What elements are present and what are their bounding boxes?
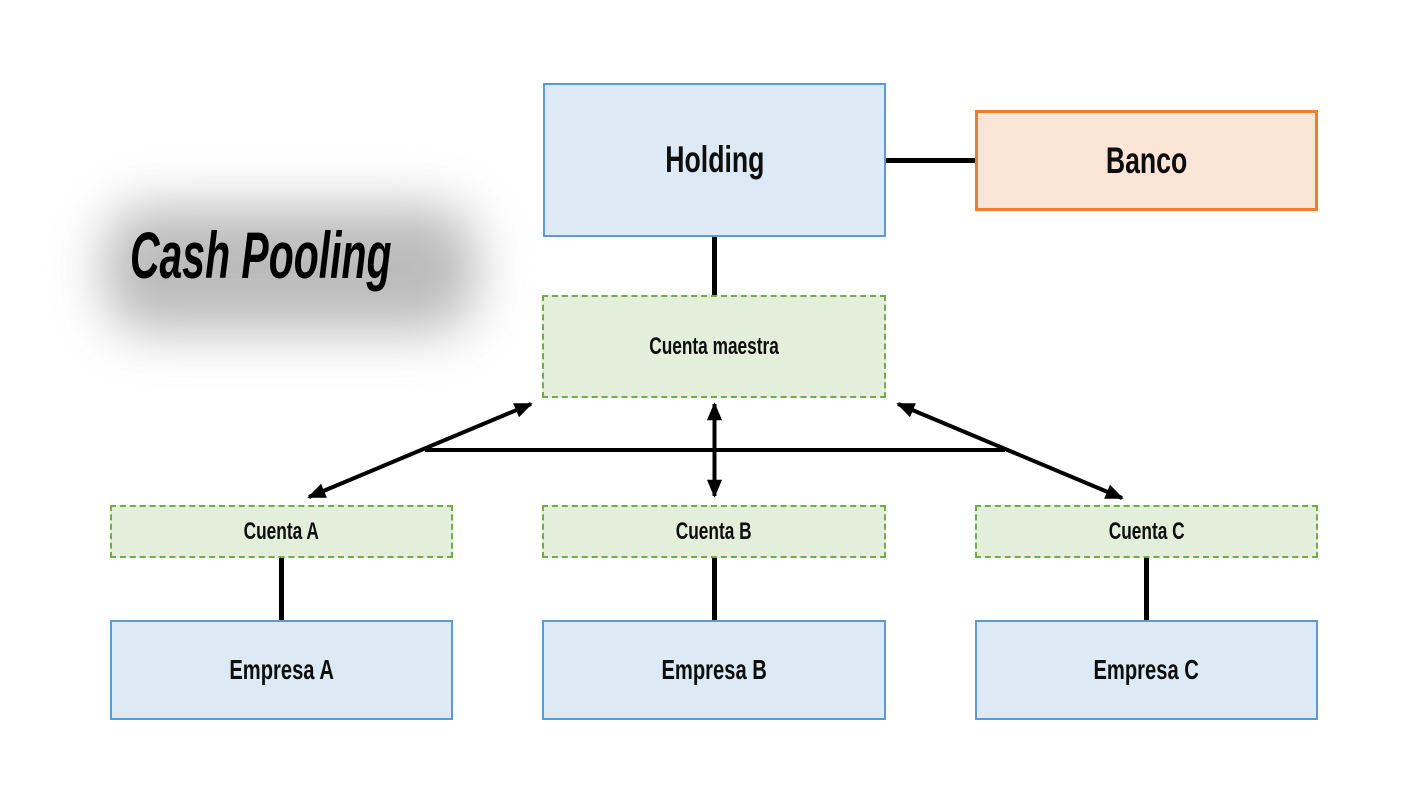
cuenta-b-label: Cuenta B: [676, 517, 752, 545]
empresa-a-box: Empresa A: [110, 620, 453, 720]
empresa-a-label: Empresa A: [229, 654, 334, 685]
cuenta-c-box: Cuenta C: [975, 505, 1318, 558]
cuenta-maestra-label: Cuenta maestra: [649, 332, 779, 360]
cuenta-maestra-box: Cuenta maestra: [542, 295, 886, 398]
edge-cuenta-maestra-cuenta-c: [896, 402, 1124, 500]
cuenta-a-box: Cuenta A: [110, 505, 453, 558]
cuenta-c-label: Cuenta C: [1108, 517, 1185, 545]
holding-box: Holding: [543, 83, 886, 237]
empresa-b-box: Empresa B: [542, 620, 886, 720]
empresa-c-box: Empresa C: [975, 620, 1318, 720]
banco-box: Banco: [975, 110, 1318, 211]
diagram-title: Cash Pooling: [130, 222, 552, 288]
edge-cuenta-maestra-cuenta-a: [307, 402, 533, 499]
empresa-b-label: Empresa B: [661, 654, 767, 685]
cuenta-a-label: Cuenta A: [243, 517, 320, 545]
diagram-title-text: Cash Pooling: [130, 218, 392, 292]
banco-label: Banco: [1105, 139, 1188, 181]
cuenta-b-box: Cuenta B: [542, 505, 886, 558]
empresa-c-label: Empresa C: [1093, 654, 1200, 685]
holding-label: Holding: [664, 139, 765, 180]
